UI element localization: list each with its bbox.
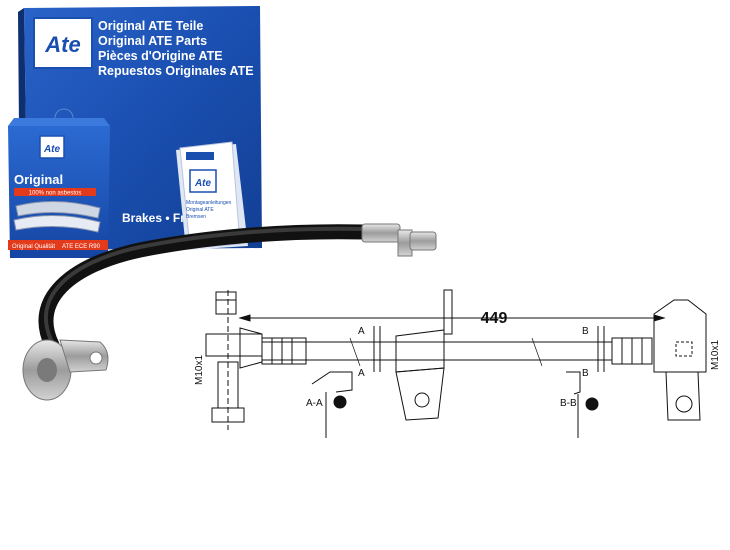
drawing-section-bb: B-B B B xyxy=(560,326,605,438)
drawing-section-aa: A-A xyxy=(306,371,353,438)
brake-hose-photo xyxy=(22,223,437,401)
booklet-line-2: Original ATE xyxy=(186,207,214,213)
pad-box-bottom-left: Original Qualität xyxy=(12,244,55,250)
box-line-1: Original ATE Teile xyxy=(98,19,203,33)
section-b-top: B xyxy=(582,326,589,337)
brake-pad-box: Ate Original 100% non asbestos Original … xyxy=(8,118,110,258)
booklet-logo: Ate xyxy=(194,178,212,189)
technical-drawing: 449 M10x1 A A xyxy=(194,289,721,438)
hose-fitting-right xyxy=(361,223,437,257)
brake-pads-illustration xyxy=(13,201,101,233)
box-line-2: Original ATE Parts xyxy=(98,34,207,48)
pad-box-bottom-right: ATE ECE R90 xyxy=(62,244,101,250)
pad-box-title: Original xyxy=(14,172,63,187)
thread-left-label: M10x1 xyxy=(194,355,205,385)
hose-fitting-left xyxy=(22,339,109,401)
box-logo-text: Ate xyxy=(44,32,80,57)
booklet-line-1: Montageanleitungen xyxy=(186,200,232,206)
thread-right-label: M10x1 xyxy=(710,340,721,370)
section-a-bottom: A xyxy=(358,368,365,379)
booklet-line-3: Bremsen xyxy=(186,214,206,220)
section-bb-label: B-B xyxy=(560,398,577,409)
drawing-center-bracket: A A xyxy=(358,289,453,421)
section-b-bottom: B xyxy=(582,368,589,379)
ate-logo: Ate xyxy=(33,17,93,69)
length-label: 449 xyxy=(481,310,508,327)
box-line-4: Repuestos Originales ATE xyxy=(98,64,254,78)
drawing-right-fitting: M10x1 xyxy=(611,299,721,421)
drawing-left-fitting: M10x1 xyxy=(194,290,307,430)
section-a-top: A xyxy=(358,326,365,337)
pad-box-banner: 100% non asbestos xyxy=(29,191,82,197)
instruction-booklet: Ate Montageanleitungen Original ATE Brem… xyxy=(176,141,248,250)
section-aa-label: A-A xyxy=(306,398,323,409)
box-line-3: Pièces d'Origine ATE xyxy=(98,49,223,63)
pad-box-logo: Ate xyxy=(43,144,61,155)
